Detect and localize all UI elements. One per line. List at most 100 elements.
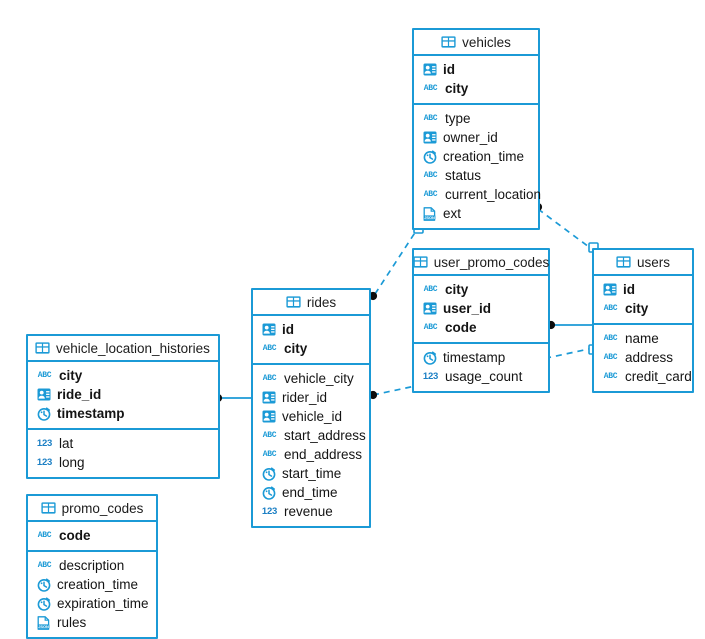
column-label: name bbox=[625, 331, 659, 346]
column-label: start_address bbox=[284, 428, 366, 443]
abc-string-icon: ABC bbox=[423, 114, 438, 123]
column-label: user_id bbox=[443, 301, 492, 316]
table-grid-icon bbox=[441, 35, 456, 49]
abc-string-icon: ABC bbox=[423, 190, 438, 199]
abc-string-icon: ABC bbox=[603, 372, 618, 381]
abc-string-icon: ABC bbox=[262, 344, 277, 353]
clock-icon bbox=[36, 577, 51, 592]
column-row-usage_count[interactable]: 123 usage_count bbox=[414, 367, 548, 386]
column-row-end_time[interactable]: end_time bbox=[253, 483, 369, 502]
abc-string-icon: ABC bbox=[423, 323, 438, 332]
clock-icon bbox=[422, 350, 437, 365]
column-row-vehicle_id[interactable]: vehicle_id bbox=[253, 407, 369, 426]
id-card-icon bbox=[261, 323, 276, 337]
column-label: ride_id bbox=[57, 387, 102, 402]
table-title-vehicle_location_histories[interactable]: vehicle_location_histories bbox=[28, 336, 218, 362]
column-label: revenue bbox=[284, 504, 333, 519]
column-label: description bbox=[59, 558, 125, 573]
relationship-rel-vehicles-to-users[interactable] bbox=[533, 202, 599, 253]
column-label: city bbox=[625, 301, 649, 316]
svg-text:JSON: JSON bbox=[38, 623, 49, 628]
abc-string-icon: ABC bbox=[37, 371, 52, 380]
column-row-expiration_time[interactable]: expiration_time bbox=[28, 594, 156, 613]
column-row-creation_time[interactable]: creation_time bbox=[414, 147, 538, 166]
column-label: code bbox=[445, 320, 477, 335]
column-label: long bbox=[59, 455, 85, 470]
column-row-rider_id[interactable]: rider_id bbox=[253, 388, 369, 407]
column-label: city bbox=[59, 368, 83, 383]
table-title-rides[interactable]: rides bbox=[253, 290, 369, 316]
clock-icon bbox=[261, 466, 276, 481]
abc-string-icon: ABC bbox=[423, 285, 438, 294]
column-row-code[interactable]: ABC code bbox=[414, 318, 548, 337]
id-card-icon bbox=[422, 131, 437, 145]
column-row-city[interactable]: ABC city bbox=[253, 339, 369, 358]
id-card-icon bbox=[422, 302, 437, 316]
123-number-icon: 123 bbox=[422, 371, 439, 382]
column-label: timestamp bbox=[57, 406, 125, 421]
column-row-creation_time[interactable]: creation_time bbox=[28, 575, 156, 594]
column-row-id[interactable]: id bbox=[253, 320, 369, 339]
table-title-vehicles[interactable]: vehicles bbox=[414, 30, 538, 56]
column-row-timestamp[interactable]: timestamp bbox=[28, 404, 218, 423]
column-label: end_time bbox=[282, 485, 338, 500]
column-row-city[interactable]: ABC city bbox=[594, 299, 692, 318]
table-grid-icon bbox=[35, 341, 50, 355]
table-title-user_promo_codes[interactable]: user_promo_codes bbox=[413, 250, 549, 276]
column-row-owner_id[interactable]: owner_id bbox=[414, 128, 538, 147]
table-title-promo_codes[interactable]: promo_codes bbox=[28, 496, 156, 522]
column-row-timestamp[interactable]: timestamp bbox=[414, 348, 548, 367]
table-name: vehicles bbox=[462, 34, 511, 50]
column-label: creation_time bbox=[443, 149, 525, 164]
abc-string-icon: ABC bbox=[423, 171, 438, 180]
column-label: id bbox=[623, 282, 635, 297]
column-label: id bbox=[282, 322, 294, 337]
column-label: city bbox=[284, 341, 308, 356]
abc-string-icon: ABC bbox=[262, 450, 277, 459]
column-label: code bbox=[59, 528, 91, 543]
column-row-start_time[interactable]: start_time bbox=[253, 464, 369, 483]
column-row-id[interactable]: id bbox=[594, 280, 692, 299]
clock-icon bbox=[422, 149, 437, 164]
column-label: usage_count bbox=[445, 369, 523, 384]
column-row-ride_id[interactable]: ride_id bbox=[28, 385, 218, 404]
column-row-user_id[interactable]: user_id bbox=[414, 299, 548, 318]
relationship-rel-user-promo-codes-to-users[interactable] bbox=[546, 320, 592, 330]
column-label: expiration_time bbox=[57, 596, 149, 611]
table-grid-icon bbox=[40, 501, 56, 515]
abc-string-icon: ABC bbox=[603, 304, 618, 313]
column-row-city[interactable]: ABC city bbox=[28, 366, 218, 385]
json-document-icon: JSON bbox=[36, 615, 51, 630]
column-row-id[interactable]: id bbox=[414, 60, 538, 79]
table-title-users[interactable]: users bbox=[594, 250, 692, 276]
